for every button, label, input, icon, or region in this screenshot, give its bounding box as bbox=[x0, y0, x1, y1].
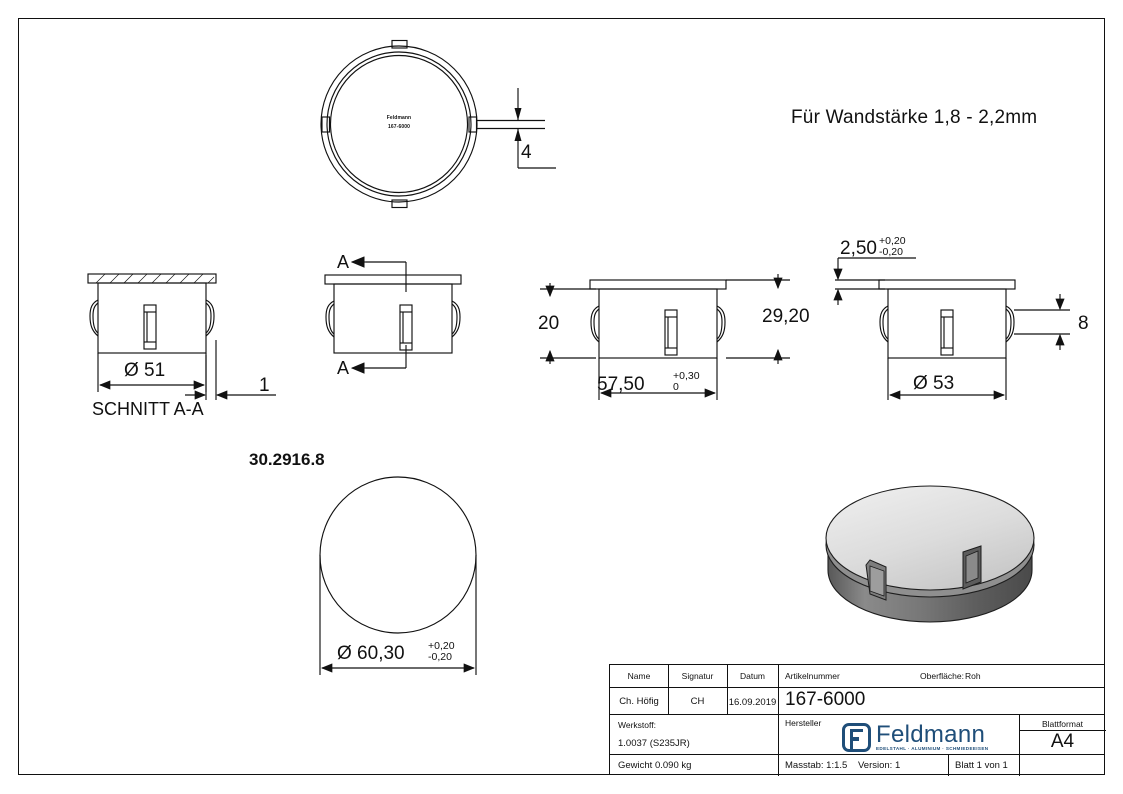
dim-height-20: 20 bbox=[538, 313, 560, 334]
tb-vline-1 bbox=[668, 665, 670, 714]
top-view-brand-text: Feldmann bbox=[386, 115, 412, 121]
tb-date-header: Datum bbox=[739, 671, 766, 681]
tb-article-label: Artikelnummer bbox=[785, 671, 840, 681]
tb-vline-5 bbox=[948, 754, 950, 776]
tb-hline-4 bbox=[1019, 730, 1106, 732]
section-arrow-label-top: A bbox=[337, 252, 350, 272]
tb-sheetformat-label: Blattformat bbox=[1041, 719, 1084, 729]
tb-vline-3 bbox=[778, 665, 780, 776]
tb-hline-3 bbox=[610, 754, 1104, 756]
dim-flange-tol-upper: +0,20 bbox=[879, 235, 906, 247]
dim-tab-8: 8 bbox=[1078, 313, 1089, 334]
tb-surface-label: Oberfläche: bbox=[920, 671, 964, 681]
title-block: Name Signatur Datum Artikelnummer Oberfl… bbox=[609, 664, 1106, 776]
tb-vline-6 bbox=[1019, 714, 1021, 776]
wall-thickness-note: Für Wandstärke 1,8 - 2,2mm bbox=[791, 107, 1038, 128]
dim-width-5750: 57,50 bbox=[597, 374, 645, 395]
tb-page-value: Blatt 1 von 1 bbox=[955, 760, 1008, 771]
tb-manufacturer-label: Hersteller bbox=[785, 718, 822, 728]
sheet-border bbox=[18, 18, 1105, 775]
feldmann-logo: Feldmann EDELSTAHL · ALUMINIUM · SCHMIED… bbox=[842, 723, 988, 752]
tb-article-value: 167-6000 bbox=[785, 689, 866, 710]
tb-weight-value: Gewicht 0.090 kg bbox=[618, 760, 692, 771]
dim-wall-1: 1 bbox=[259, 375, 270, 396]
dim-flange-tol-lower: -0,20 bbox=[879, 246, 903, 258]
tb-surface-value: Roh bbox=[965, 671, 981, 681]
tb-scale-value: Masstab: 1:1.5 bbox=[785, 760, 848, 771]
dim-width-tol-upper: +0,30 bbox=[673, 370, 700, 382]
logo-tagline: EDELSTAHL · ALUMINIUM · SCHMIEDEEISEN bbox=[876, 746, 989, 751]
dim-width-tol-lower: 0 bbox=[673, 381, 679, 393]
tb-version-value: Version: 1 bbox=[858, 760, 901, 771]
section-label: SCHNITT A-A bbox=[92, 399, 204, 419]
tb-date-value: 16.09.2019 bbox=[728, 697, 777, 708]
dim-diameter-6030: Ø 60,30 bbox=[337, 643, 405, 664]
dim-flange-4: 4 bbox=[521, 142, 532, 163]
section-arrow-label-bottom: A bbox=[337, 358, 350, 378]
feldmann-f-icon bbox=[842, 723, 871, 752]
dim-flange-250: 2,50 bbox=[840, 238, 877, 259]
tb-sheetformat-value: A4 bbox=[1050, 731, 1075, 752]
tb-vline-2 bbox=[727, 665, 729, 714]
part-code-label: 30.2916.8 bbox=[249, 450, 325, 469]
dim-height-2920: 29,20 bbox=[762, 306, 810, 327]
tb-material-label: Werkstoff: bbox=[618, 720, 656, 730]
dim-diameter-53: Ø 53 bbox=[913, 373, 955, 394]
dim-6030-tol-upper: +0,20 bbox=[428, 640, 455, 652]
tb-hline-1 bbox=[610, 687, 1104, 689]
logo-wordmark: Feldmann bbox=[876, 721, 986, 748]
dim-6030-tol-lower: -0,20 bbox=[428, 651, 452, 663]
tb-name-header: Name bbox=[627, 671, 651, 681]
tb-name-value: Ch. Höfig bbox=[619, 696, 659, 707]
dim-diameter-51: Ø 51 bbox=[124, 360, 166, 381]
tb-signature-value: CH bbox=[690, 696, 705, 707]
tb-hline-2 bbox=[610, 714, 1104, 716]
tb-signature-header: Signatur bbox=[681, 671, 714, 681]
tb-material-value: 1.0037 (S235JR) bbox=[618, 738, 690, 749]
top-view-article-text: 167-6000 bbox=[388, 124, 410, 130]
